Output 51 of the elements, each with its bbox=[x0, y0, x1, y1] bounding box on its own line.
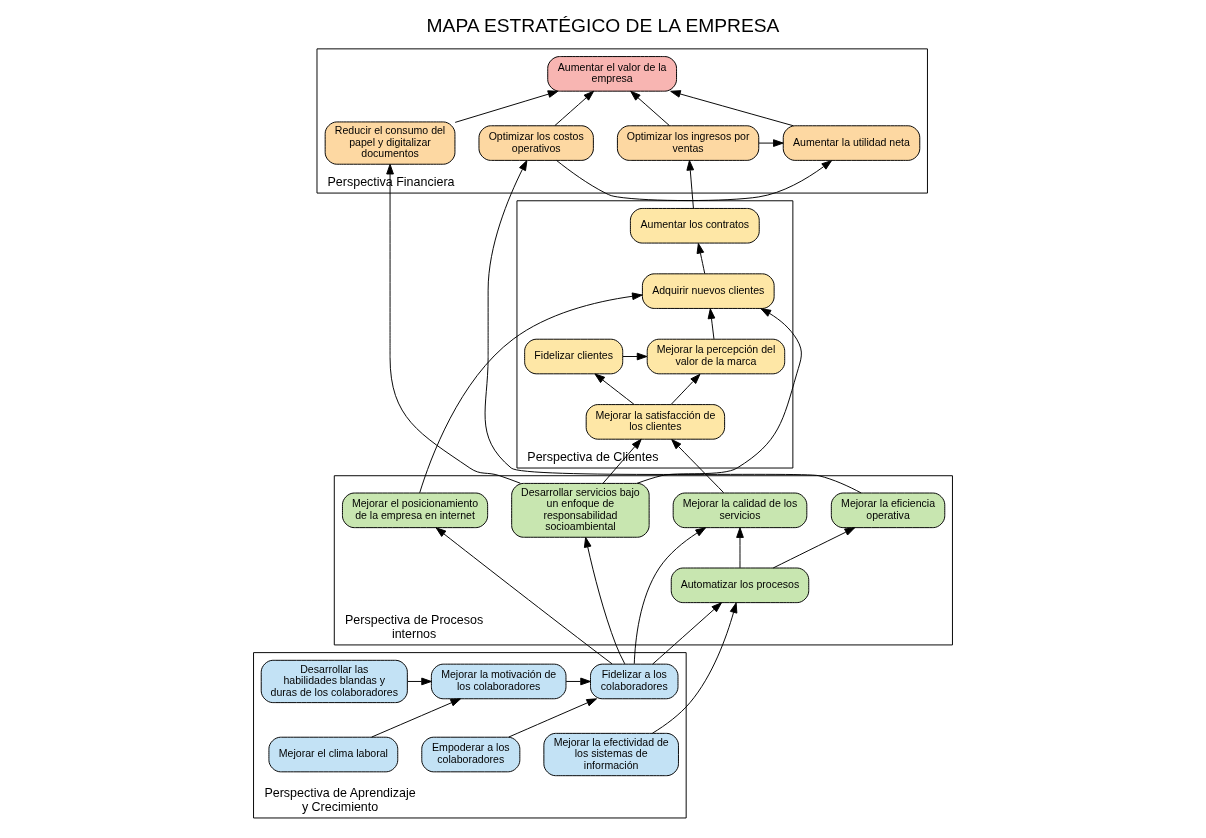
node-box: Mejorar la motivación de los colaboradores bbox=[430, 663, 567, 700]
arrow bbox=[386, 163, 521, 484]
arrow bbox=[407, 677, 432, 686]
node-box: Mejorar la efectividad de los sistemas de información bbox=[543, 732, 679, 777]
arrow bbox=[594, 373, 635, 405]
arrow bbox=[758, 139, 784, 147]
node-box: Desarrollar las habilidades blandas y duras de los colaboradores bbox=[260, 659, 408, 704]
node-box: Mejorar la calidad de los servicios bbox=[672, 492, 808, 529]
node-box: Adquirir nuevos clientes bbox=[641, 273, 775, 309]
node-box: Mejorar la eficiencia operativa bbox=[830, 492, 946, 529]
node-box: Mejorar la percepción del valor de la marca bbox=[646, 338, 786, 375]
arrow bbox=[554, 90, 595, 126]
arrow bbox=[622, 352, 648, 361]
node-box: Desarrollar servicios bajo un enfoque de responsabilidad socioambiental bbox=[511, 482, 650, 538]
arrow bbox=[602, 438, 642, 484]
arrow bbox=[652, 602, 722, 665]
arrow bbox=[583, 536, 626, 665]
node-box: Automatizar los procesos bbox=[670, 567, 810, 604]
arrow bbox=[636, 308, 802, 484]
arrow bbox=[630, 90, 670, 126]
arrow bbox=[484, 160, 862, 494]
node-box: Optimizar los ingresos por ventas bbox=[616, 125, 760, 161]
arrow bbox=[696, 243, 706, 274]
node-box: Fidelizar clientes bbox=[524, 338, 624, 375]
arrow bbox=[454, 90, 559, 123]
node-box: Mejorar la satisfacción de los clientes bbox=[585, 404, 726, 440]
arrow bbox=[736, 527, 744, 569]
diagram-title: MAPA ESTRATÉGICO DE LA EMPRESA bbox=[426, 14, 780, 36]
arrow bbox=[435, 527, 613, 665]
node-box: Mejorar el posicionamiento de la empresa en internet bbox=[341, 492, 489, 529]
arrow bbox=[371, 698, 462, 738]
arrow bbox=[508, 698, 598, 738]
arrow bbox=[671, 439, 725, 494]
node-box: Aumentar los contratos bbox=[629, 208, 760, 244]
arrow bbox=[670, 373, 701, 405]
arrow bbox=[670, 90, 794, 127]
arrow bbox=[556, 160, 832, 202]
arrow bbox=[686, 160, 695, 209]
arrow bbox=[419, 292, 643, 494]
arrow bbox=[651, 602, 738, 734]
arrow bbox=[565, 677, 591, 686]
node-box: Empoderar a los colaboradores bbox=[421, 736, 521, 773]
arrow bbox=[707, 308, 716, 340]
node-box: Optimizar los costos operativos bbox=[478, 125, 594, 161]
node-box: Aumentar la utilidad neta bbox=[782, 125, 921, 161]
node-box: Reducir el consumo del papel y digitalizar documentos bbox=[324, 121, 456, 165]
arrow bbox=[772, 527, 856, 569]
node-box: Mejorar el clima laboral bbox=[268, 736, 399, 773]
node-box: Fidelizar a los colaboradores bbox=[590, 663, 679, 700]
arrow bbox=[633, 527, 706, 665]
node-box: Aumentar el valor de la empresa bbox=[547, 56, 678, 92]
